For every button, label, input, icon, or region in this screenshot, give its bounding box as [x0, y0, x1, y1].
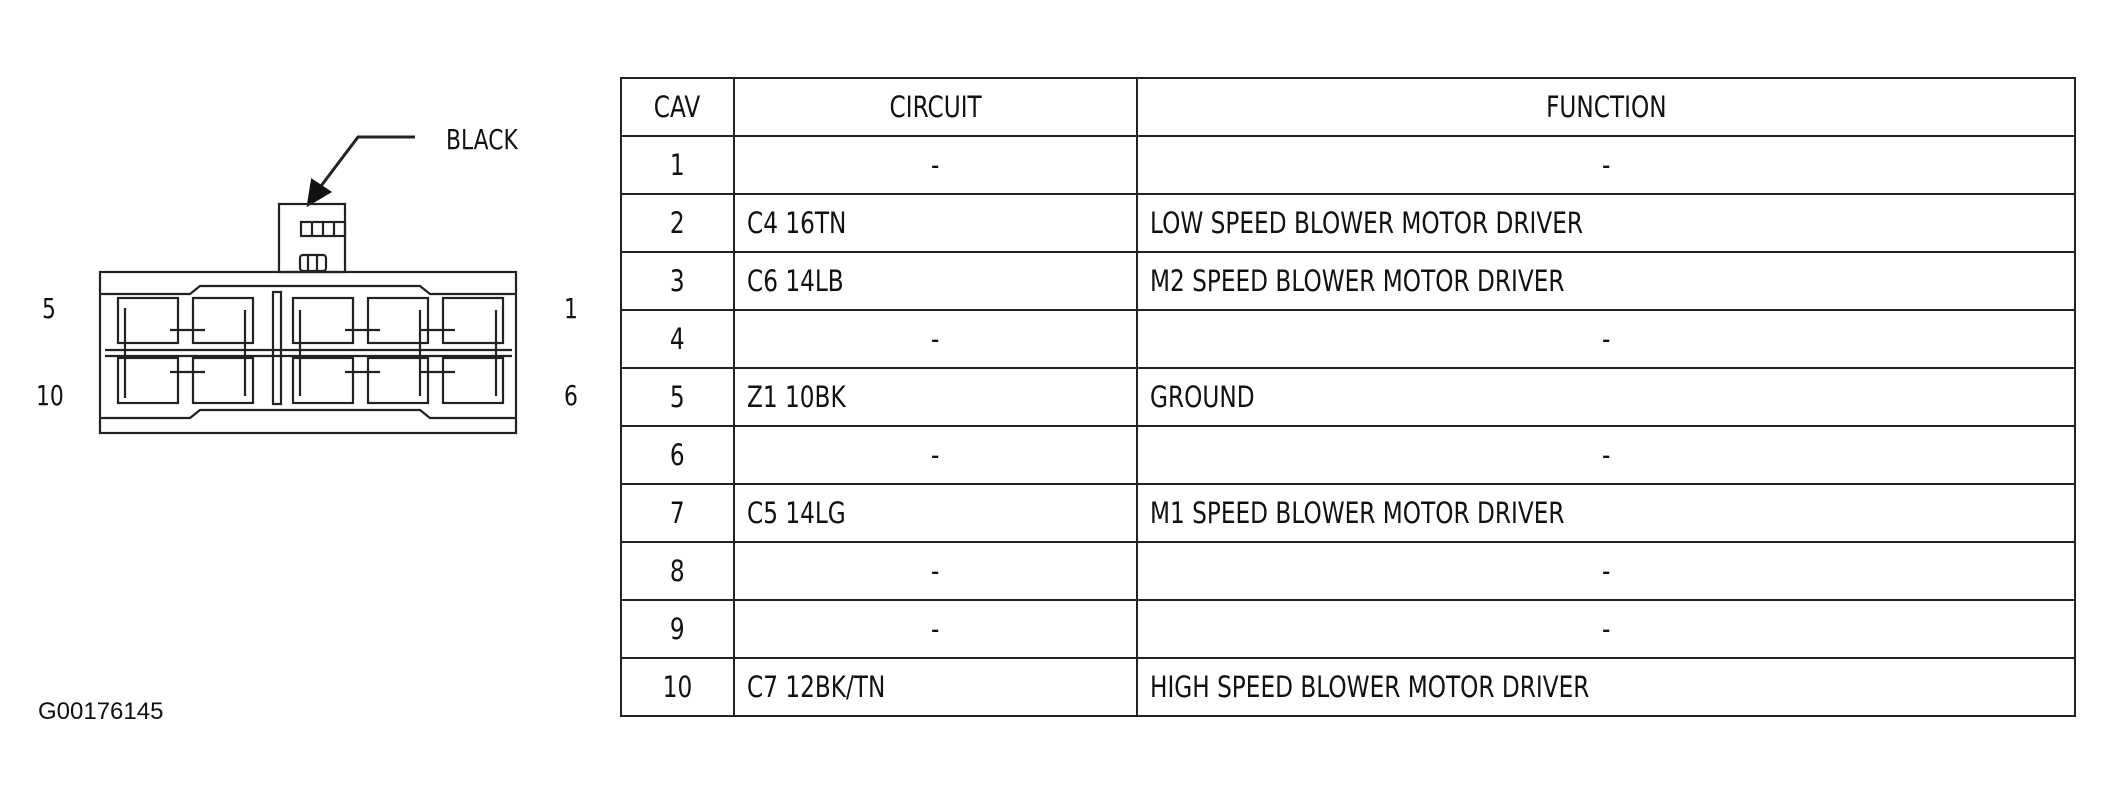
- table-row: 4 - -: [620, 309, 2076, 369]
- function-cell: -: [1136, 309, 2076, 369]
- function-cell: LOW SPEED BLOWER MOTOR DRIVER: [1136, 193, 2076, 253]
- cav-cell: 9: [620, 599, 735, 659]
- leader-arrowhead: [306, 178, 333, 208]
- cav-cell: 3: [620, 251, 735, 311]
- circuit-cell: -: [733, 425, 1138, 485]
- circuit-cell: -: [733, 135, 1138, 195]
- cav-cell: 5: [620, 367, 735, 427]
- pin-label-6: 6: [564, 379, 578, 412]
- function-cell: M1 SPEED BLOWER MOTOR DRIVER: [1136, 483, 2076, 543]
- cav-cell: 4: [620, 309, 735, 369]
- table-row: 3 C6 14LB M2 SPEED BLOWER MOTOR DRIVER: [620, 251, 2076, 311]
- cav-cell: 7: [620, 483, 735, 543]
- connector-drawing: [98, 135, 518, 435]
- cav-cell: 2: [620, 193, 735, 253]
- pinout-table: CAV CIRCUIT FUNCTION 1 - - 2 C4 16TN LOW…: [620, 77, 2076, 717]
- table-row: 1 - -: [620, 135, 2076, 195]
- cavity-grid: [105, 290, 512, 406]
- pin-label-10: 10: [36, 379, 64, 412]
- header-cav: CAV: [620, 77, 735, 137]
- table-row: 9 - -: [620, 599, 2076, 659]
- function-cell: -: [1136, 425, 2076, 485]
- circuit-cell: C4 16TN: [733, 193, 1138, 253]
- header-function: FUNCTION: [1136, 77, 2076, 137]
- connector-latch: [277, 202, 347, 274]
- table-row: 6 - -: [620, 425, 2076, 485]
- function-cell: HIGH SPEED BLOWER MOTOR DRIVER: [1136, 657, 2076, 717]
- header-circuit: CIRCUIT: [733, 77, 1138, 137]
- table-row: 10 C7 12BK/TN HIGH SPEED BLOWER MOTOR DR…: [620, 657, 2076, 717]
- figure-id: G00176145: [38, 698, 164, 725]
- connector-body: [98, 270, 518, 435]
- function-cell: GROUND: [1136, 367, 2076, 427]
- circuit-cell: C7 12BK/TN: [733, 657, 1138, 717]
- circuit-cell: -: [733, 599, 1138, 659]
- cav-cell: 1: [620, 135, 735, 195]
- cav-cell: 8: [620, 541, 735, 601]
- circuit-cell: -: [733, 309, 1138, 369]
- circuit-cell: C5 14LG: [733, 483, 1138, 543]
- table-row: 2 C4 16TN LOW SPEED BLOWER MOTOR DRIVER: [620, 193, 2076, 253]
- circuit-cell: C6 14LB: [733, 251, 1138, 311]
- connector-color-label: BLACK: [446, 123, 518, 156]
- pin-label-1: 1: [564, 292, 578, 325]
- table-row: 5 Z1 10BK GROUND: [620, 367, 2076, 427]
- cav-cell: 10: [620, 657, 735, 717]
- table-row: 7 C5 14LG M1 SPEED BLOWER MOTOR DRIVER: [620, 483, 2076, 543]
- pinout-table-body: 1 - - 2 C4 16TN LOW SPEED BLOWER MOTOR D…: [620, 135, 2076, 717]
- function-cell: -: [1136, 599, 2076, 659]
- table-header-row: CAV CIRCUIT FUNCTION: [620, 77, 2076, 137]
- function-cell: -: [1136, 135, 2076, 195]
- circuit-cell: Z1 10BK: [733, 367, 1138, 427]
- pin-label-5: 5: [42, 292, 56, 325]
- circuit-cell: -: [733, 541, 1138, 601]
- table-row: 8 - -: [620, 541, 2076, 601]
- cav-cell: 6: [620, 425, 735, 485]
- function-cell: M2 SPEED BLOWER MOTOR DRIVER: [1136, 251, 2076, 311]
- connector-diagram: BLACK 5 10 1 6: [0, 0, 600, 520]
- function-cell: -: [1136, 541, 2076, 601]
- color-leader-line: [316, 135, 415, 191]
